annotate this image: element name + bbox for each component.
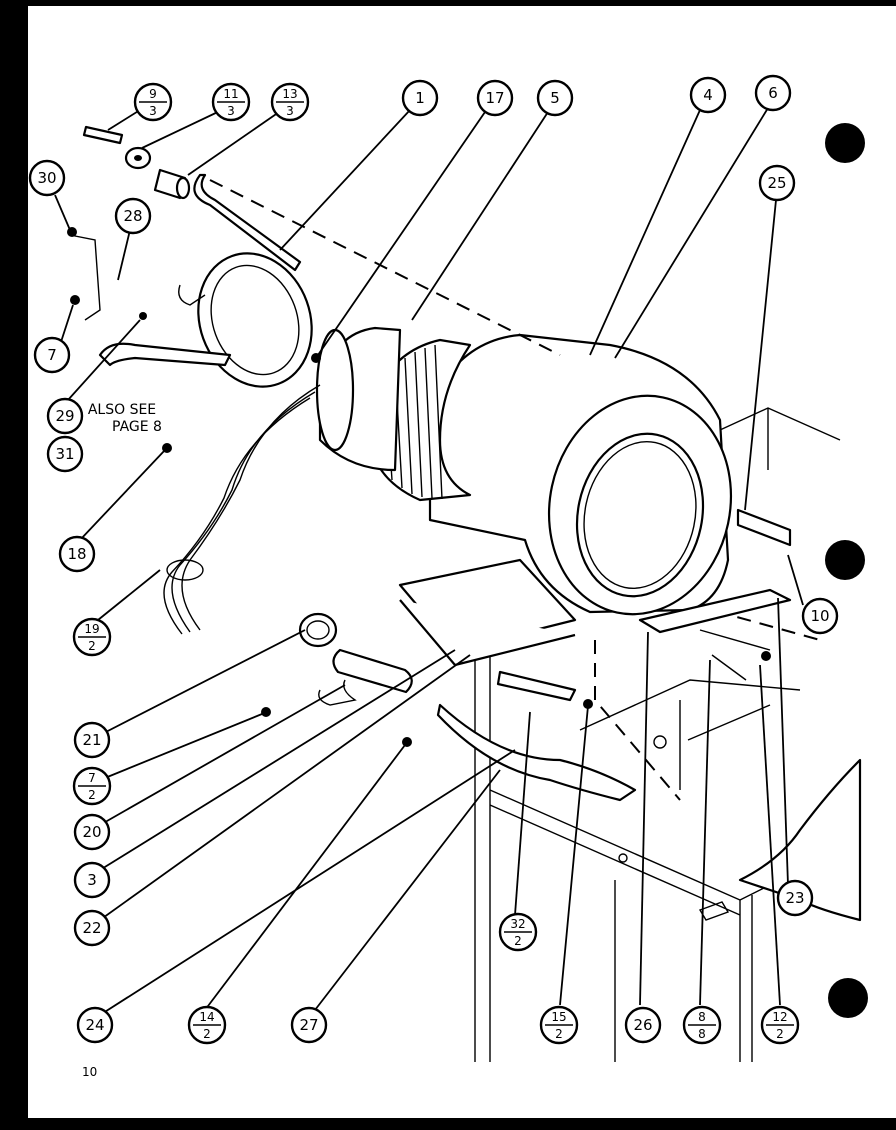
page-number: 10 [82,1065,97,1079]
punch-hole-top [825,123,865,163]
svg-text:12: 12 [772,1010,787,1024]
callout-22: 22 [73,909,111,947]
callout-14-2: 142 [187,1005,227,1045]
hardware-top-left [67,125,191,321]
callout-5: 5 [536,79,574,117]
mounting-brackets [398,508,792,802]
svg-text:14: 14 [199,1010,214,1024]
callout-3: 3 [73,861,111,899]
callout-28: 28 [114,197,152,235]
svg-text:11: 11 [223,87,238,101]
motor-mount [98,173,313,388]
svg-text:23: 23 [785,889,804,907]
svg-text:25: 25 [767,174,786,192]
svg-text:18: 18 [67,545,86,563]
callout-8-8: 88 [682,1005,722,1045]
callout-31: 31 [46,435,84,473]
svg-text:21: 21 [82,731,101,749]
punch-hole-bottom [828,978,868,1018]
callouts: 93 113 133 1 17 5 4 6 25 30 28 7 29 31 1… [28,74,839,1045]
callout-30: 30 [28,159,66,197]
callout-7-2: 72 [72,766,112,806]
callout-10: 10 [801,597,839,635]
callout-4: 4 [689,76,727,114]
callout-19-2: 192 [72,617,112,657]
callout-26: 26 [624,1006,662,1044]
svg-text:3: 3 [87,871,97,889]
callout-17: 17 [476,79,514,117]
svg-text:3: 3 [149,104,157,118]
callout-6: 6 [754,74,792,112]
svg-text:29: 29 [55,407,74,425]
callout-32-2: 322 [498,912,538,952]
svg-text:15: 15 [551,1010,566,1024]
punch-hole-middle [825,540,865,580]
svg-text:22: 22 [82,919,101,937]
svg-text:5: 5 [550,89,560,107]
svg-text:4: 4 [703,86,713,104]
svg-text:27: 27 [299,1016,318,1034]
cabinet-structure [474,407,862,1062]
svg-text:8: 8 [698,1010,706,1024]
svg-text:6: 6 [768,84,778,102]
svg-text:7: 7 [88,771,96,785]
callout-11-3: 113 [211,82,251,122]
callout-24: 24 [76,1006,114,1044]
svg-text:32: 32 [510,917,525,931]
svg-text:19: 19 [84,622,99,636]
svg-text:20: 20 [82,823,101,841]
svg-text:8: 8 [698,1027,706,1041]
svg-text:28: 28 [123,207,142,225]
svg-text:2: 2 [776,1027,784,1041]
svg-text:3: 3 [286,104,294,118]
svg-text:2: 2 [203,1027,211,1041]
callout-29: 29 [46,397,84,435]
svg-text:2: 2 [514,934,522,948]
leader-lines [54,104,804,1016]
svg-text:13: 13 [282,87,297,101]
svg-text:26: 26 [633,1016,652,1034]
svg-text:17: 17 [485,89,504,107]
svg-text:2: 2 [88,639,96,653]
svg-text:10: 10 [810,607,829,625]
callout-21: 21 [73,721,111,759]
callout-25: 25 [758,164,796,202]
svg-text:3: 3 [227,104,235,118]
svg-text:30: 30 [37,169,56,187]
callout-1: 1 [401,79,439,117]
callout-23: 23 [776,879,814,917]
callout-13-3: 133 [270,82,310,122]
callout-7: 7 [33,336,71,374]
callout-20: 20 [73,813,111,851]
blower-motor [315,326,402,472]
svg-text:9: 9 [149,87,157,101]
callout-12-2: 122 [760,1005,800,1045]
blower-housing [428,333,733,616]
callout-27: 27 [290,1006,328,1044]
svg-text:2: 2 [555,1027,563,1041]
svg-text:2: 2 [88,788,96,802]
svg-text:24: 24 [85,1016,104,1034]
callout-9-3: 93 [133,82,173,122]
svg-text:1: 1 [415,89,425,107]
note-line-2: PAGE 8 [112,419,162,435]
svg-text:31: 31 [55,445,74,463]
callout-18: 18 [58,535,96,573]
callout-15-2: 152 [539,1005,579,1045]
note-line-1: ALSO SEE [88,402,156,418]
svg-text:7: 7 [47,346,57,364]
